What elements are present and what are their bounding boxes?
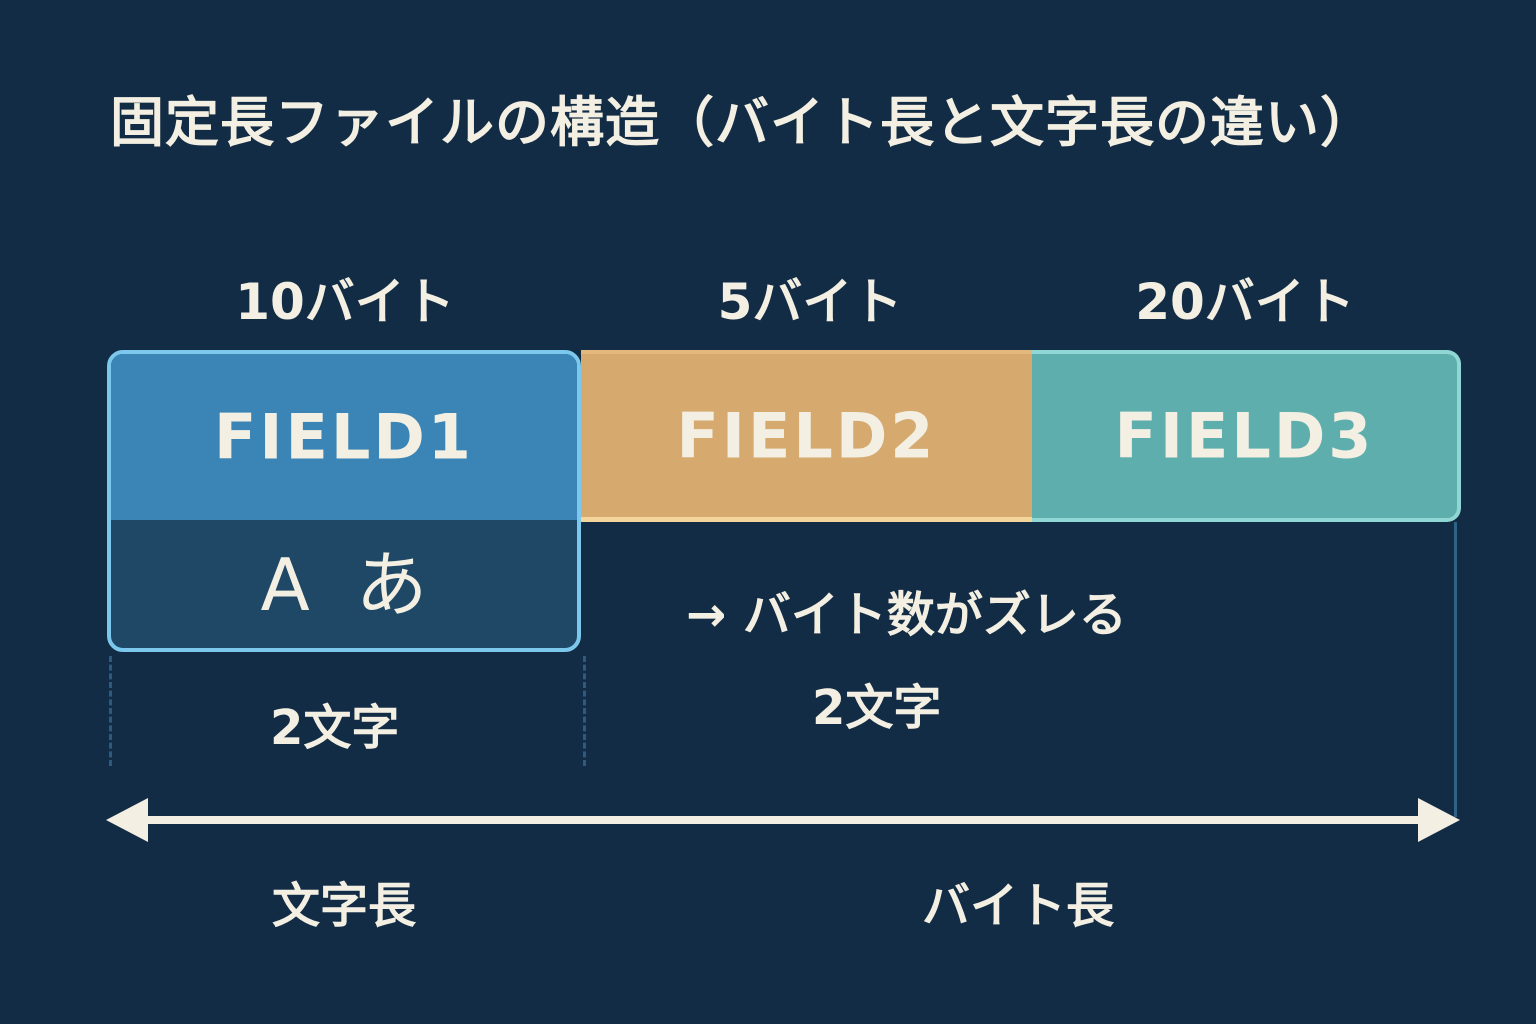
field1-byte-label: 10バイト bbox=[235, 273, 455, 331]
byte-shift-note: → バイト数がズレる bbox=[686, 587, 1127, 643]
right-dashed-guide bbox=[583, 656, 586, 766]
note-char-count: 2文字 bbox=[812, 680, 942, 736]
char-length-label: 文字長 bbox=[272, 878, 417, 934]
field1-label: FIELD1 bbox=[214, 400, 474, 474]
field1-box: FIELD1 A あ bbox=[107, 350, 581, 652]
left-dashed-guide bbox=[109, 656, 112, 766]
byte-length-label: バイト長 bbox=[922, 878, 1115, 934]
field3-byte-label: 20バイト bbox=[1135, 273, 1355, 331]
field2-byte-label: 5バイト bbox=[717, 273, 903, 331]
field3-box: FIELD3 bbox=[1032, 350, 1461, 522]
byte-end-guide bbox=[1454, 522, 1457, 817]
field1-char-count: 2文字 bbox=[270, 700, 400, 756]
diagram-title: 固定長ファイルの構造（バイト長と文字長の違い） bbox=[110, 91, 1375, 154]
length-arrow bbox=[106, 798, 1460, 842]
field1-header: FIELD1 bbox=[111, 354, 577, 520]
arrow-head-left-icon bbox=[106, 798, 148, 842]
field1-content: A あ bbox=[260, 543, 428, 627]
arrow-head-right-icon bbox=[1418, 798, 1460, 842]
field3-label: FIELD3 bbox=[1114, 399, 1375, 473]
field2-label: FIELD2 bbox=[676, 399, 937, 472]
field2-box: FIELD2 bbox=[581, 350, 1032, 522]
